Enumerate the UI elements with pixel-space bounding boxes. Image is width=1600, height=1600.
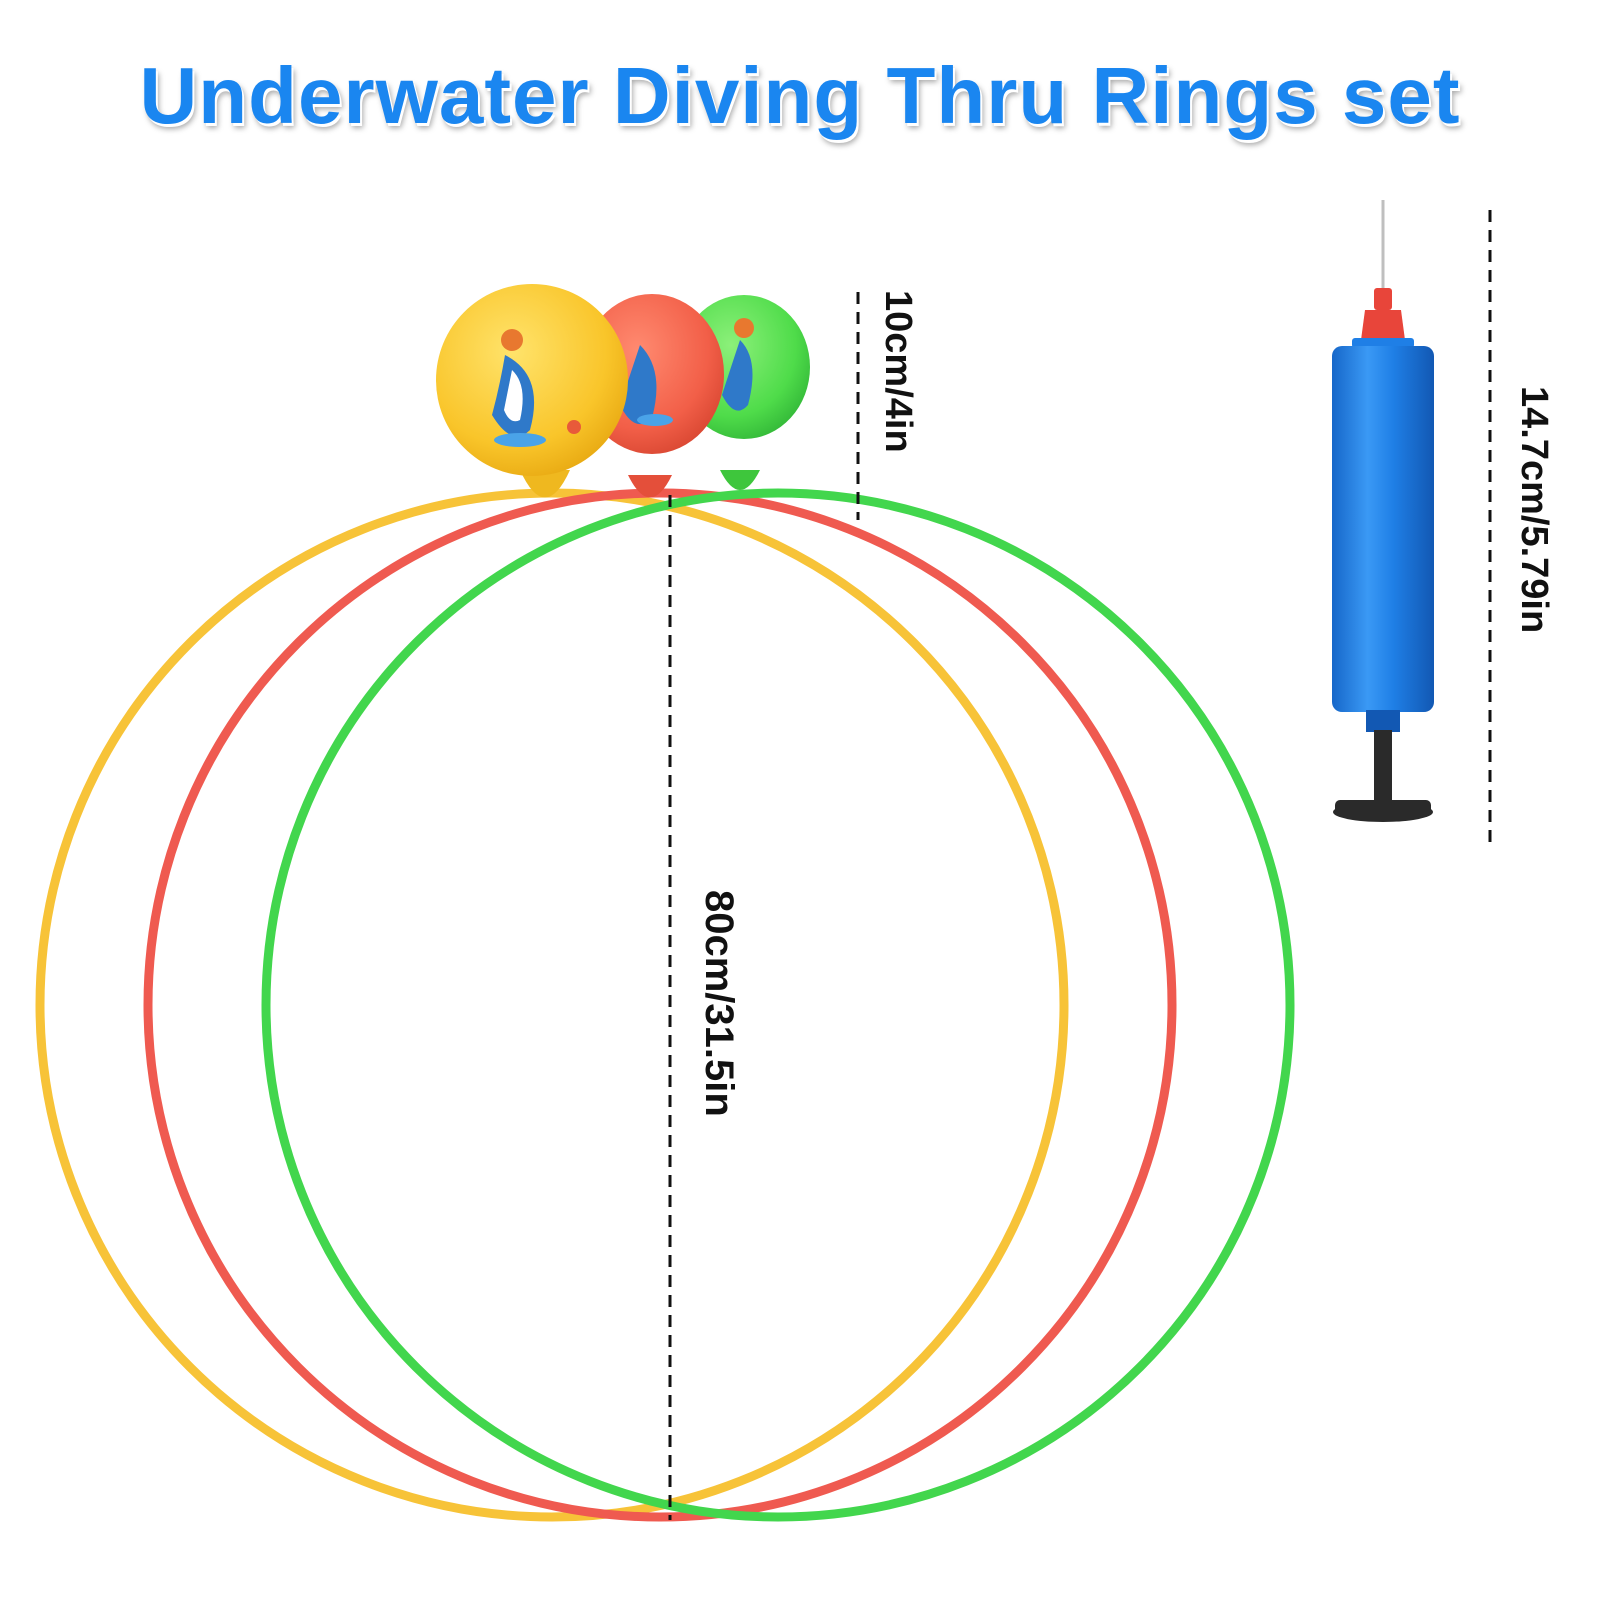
yellow-ring <box>35 488 1069 1522</box>
hand-air-pump <box>1332 200 1434 822</box>
dolphin-icon <box>722 318 754 411</box>
dimension-lines <box>668 210 1492 1520</box>
pump-length-label: 14.7cm/5.79in <box>1513 386 1555 633</box>
red-ring <box>143 488 1177 1522</box>
ring-diameter-label: 80cm/31.5in <box>697 890 741 1117</box>
page-title: Underwater Diving Thru Rings set <box>139 51 1461 140</box>
dolphin-icon <box>620 345 673 426</box>
yellow-float <box>436 284 628 498</box>
dolphin-icon <box>492 329 581 447</box>
ball-height-label: 10cm/4in <box>877 290 919 453</box>
rings-group <box>35 488 1295 1522</box>
green-ring <box>261 488 1295 1522</box>
